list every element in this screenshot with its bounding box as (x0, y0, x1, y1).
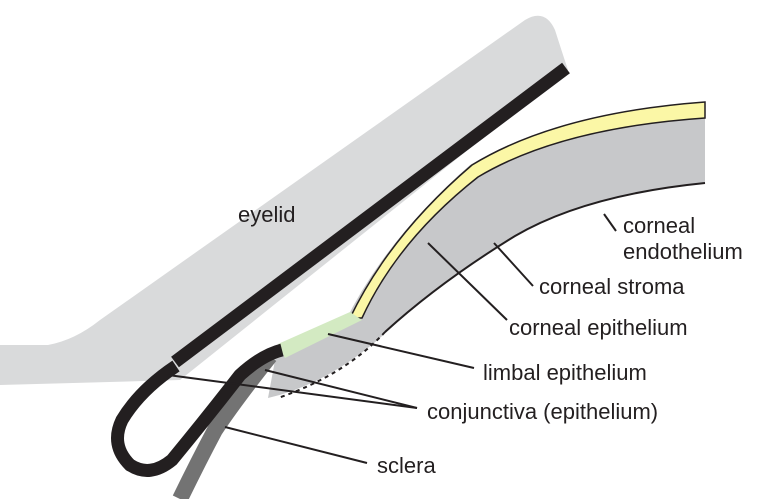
leader-corneal-endothelium (604, 214, 616, 231)
label-conjunctiva: conjunctiva (epithelium) (427, 399, 658, 424)
label-sclera: sclera (377, 453, 436, 478)
label-corneal-endothelium-line2: endothelium (623, 239, 743, 264)
leader-corneal-stroma (494, 243, 533, 286)
label-eyelid: eyelid (238, 202, 295, 227)
label-corneal-endothelium-line1: corneal (623, 213, 695, 238)
label-corneal-epithelium: corneal epithelium (509, 315, 688, 340)
label-corneal-stroma: corneal stroma (539, 274, 685, 299)
label-limbal-epithelium: limbal epithelium (483, 360, 647, 385)
leader-sclera (225, 427, 367, 463)
